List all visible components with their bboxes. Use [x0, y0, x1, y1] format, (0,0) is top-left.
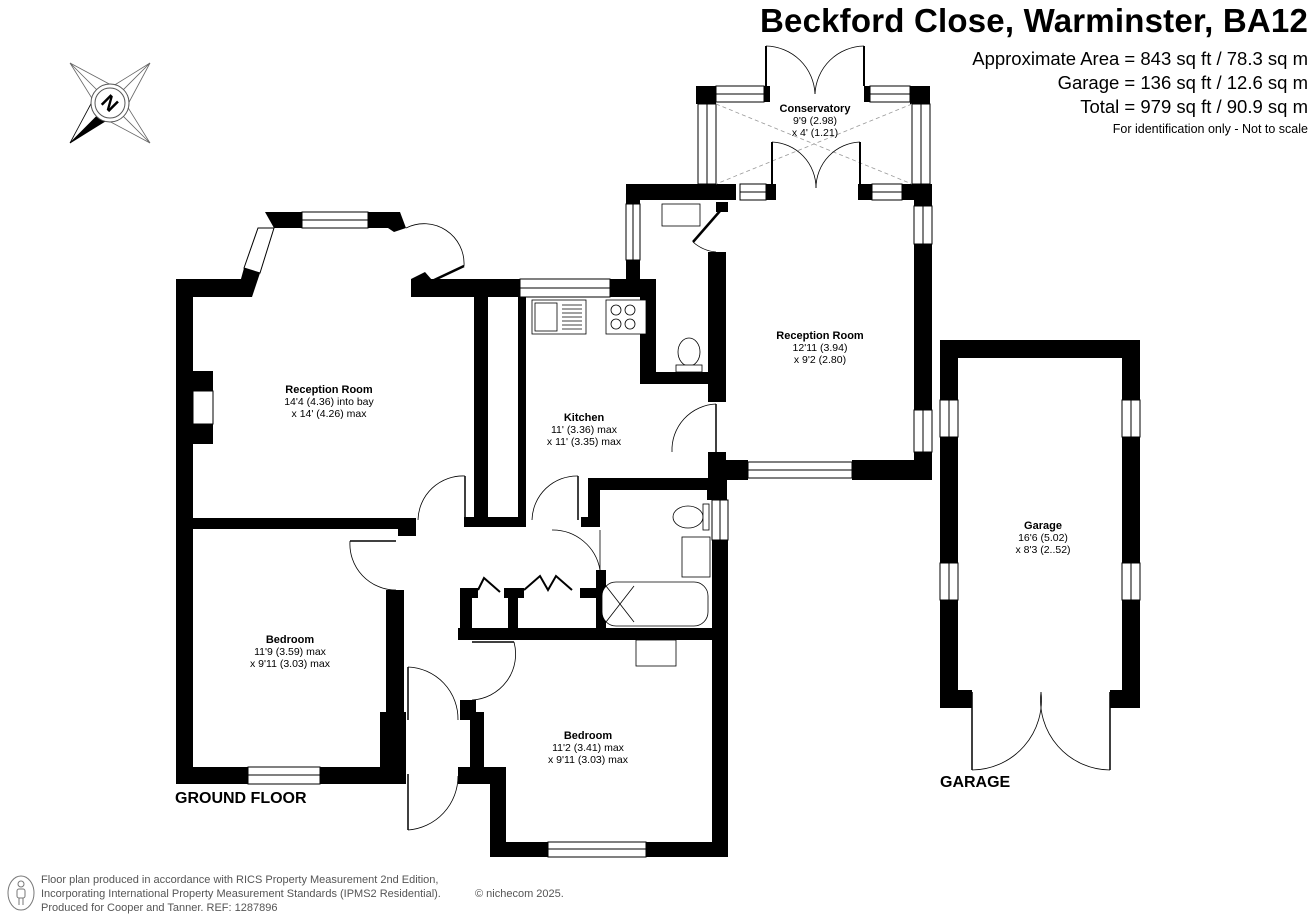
footer-line: Produced for Cooper and Tanner. REF: 128…	[41, 902, 278, 914]
copyright: © nichecom 2025.	[475, 888, 564, 900]
property-title: Beckford Close, Warminster, BA12	[759, 2, 1308, 39]
room-dim: 14'4 (4.36) into bay	[284, 396, 374, 408]
room-dim: 16'6 (5.02)	[1018, 532, 1068, 544]
room-dim: 11'9 (3.59) max	[254, 646, 326, 658]
room-dim: x 14' (4.26) max	[291, 408, 367, 420]
garage-windows	[939, 399, 1141, 601]
room-name: Kitchen	[563, 412, 605, 424]
basin-icon	[681, 536, 711, 578]
room-dim: 11'2 (3.41) max	[552, 742, 624, 754]
footer-line: Incorporating International Property Mea…	[41, 888, 441, 900]
hob-icon	[605, 299, 647, 335]
windows	[192, 85, 933, 858]
room-name: Reception Room	[776, 330, 864, 342]
room-label-bedroom-2: Bedroom 11'2 (3.41) max x 9'11 (3.03) ma…	[548, 730, 628, 766]
compass-north-icon: N	[69, 62, 151, 144]
room-name: Bedroom	[563, 730, 613, 742]
footer-line: Floor plan produced in accordance with R…	[41, 874, 439, 886]
footer-credits: Floor plan produced in accordance with R…	[41, 873, 564, 915]
room-label-conservatory: Conservatory 9'9 (2.98) x 4' (1.21)	[780, 103, 851, 139]
fixtures	[531, 203, 711, 667]
room-dim: x 8'3 (2..52)	[1015, 544, 1071, 556]
ground-floor-label: GROUND FLOOR	[175, 790, 307, 807]
room-dim: x 4' (1.21)	[791, 127, 839, 139]
bath-icon	[601, 581, 709, 627]
room-label-bedroom-1: Bedroom 11'9 (3.59) max x 9'11 (3.03) ma…	[250, 634, 330, 670]
room-dim: x 9'11 (3.03) max	[249, 658, 331, 670]
room-label-reception-room-2: Reception Room 12'11 (3.94) x 9'2 (2.80)	[776, 330, 863, 366]
room-label-kitchen: Kitchen 11' (3.36) max x 11' (3.35) max	[547, 412, 621, 448]
room-dim: x 11' (3.35) max	[546, 436, 622, 448]
room-name: Bedroom	[265, 634, 315, 646]
basin-icon	[635, 639, 677, 667]
room-label-garage: Garage 16'6 (5.02) x 8'3 (2..52)	[1015, 520, 1070, 556]
toilet-icon	[677, 337, 701, 367]
room-dim: x 9'11 (3.03) max	[547, 754, 629, 766]
room-name: Conservatory	[779, 103, 851, 115]
wc-basin-icon	[661, 203, 701, 227]
garage-floor-label: GARAGE	[940, 774, 1011, 791]
total-area: Total = 979 sq ft / 90.9 sq m	[1080, 96, 1308, 117]
room-dim: 9'9 (2.98)	[792, 115, 838, 127]
roof-lines	[715, 103, 913, 185]
disclaimer: For identification only - Not to scale	[1112, 122, 1308, 136]
garage-walls	[940, 340, 1140, 708]
room-dim: 11' (3.36) max	[550, 424, 618, 436]
person-info-icon	[7, 875, 35, 911]
room-label-reception-room-1: Reception Room 14'4 (4.36) into bay x 14…	[284, 384, 374, 420]
toilet-icon	[672, 505, 704, 529]
room-dim: 12'11 (3.94)	[792, 342, 848, 354]
garage-area: Garage = 136 sq ft / 12.6 sq m	[1057, 72, 1308, 93]
room-dim: x 9'2 (2.80)	[793, 354, 847, 366]
approx-area: Approximate Area = 843 sq ft / 78.3 sq m	[972, 48, 1308, 69]
room-name: Garage	[1024, 520, 1062, 532]
room-name: Reception Room	[285, 384, 373, 396]
